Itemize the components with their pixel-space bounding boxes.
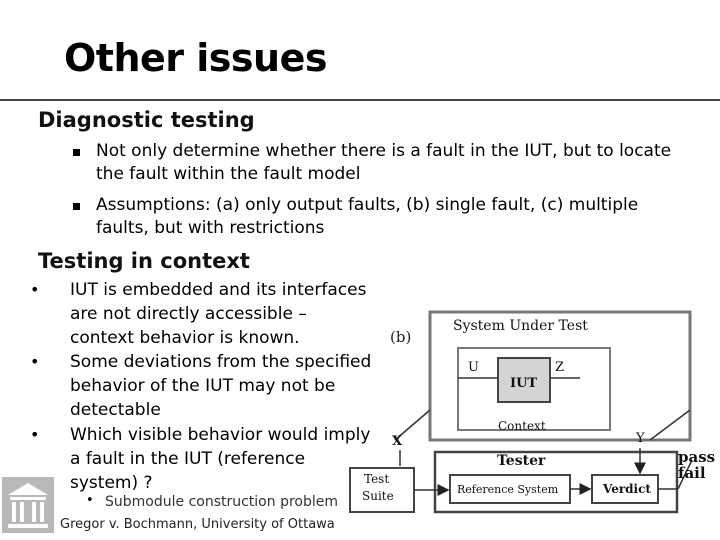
context-bullet-3-line-3: system) ? [70, 473, 153, 493]
context-bullet-1-line-3: context behavior is known. [70, 328, 300, 348]
bullet-dot-icon: • [30, 280, 40, 299]
context-bullet-2-line-1: Some deviations from the specified [70, 352, 372, 372]
x-label: X [392, 434, 403, 449]
context-bullet-1-line-1: IUT is embedded and its interfaces [70, 280, 367, 300]
z-label: Z [555, 360, 564, 375]
section-heading-context: Testing in context [38, 249, 250, 273]
context-label: Context [498, 419, 546, 433]
u-label: U [468, 360, 479, 375]
title-divider [0, 99, 720, 101]
fail-label: fail [678, 464, 706, 482]
verdict-label: Verdict [602, 482, 651, 496]
iut-label: IUT [510, 376, 537, 391]
y-label: Y [635, 431, 645, 446]
testing-context-diagram: (b) System Under Test Context IUT U Z X … [349, 310, 715, 514]
sub-bullet-submodule: Submodule construction problem [105, 494, 339, 510]
diagram-label-b: (b) [390, 328, 411, 346]
footer-author: Gregor v. Bochmann, University of Ottawa [60, 517, 335, 532]
context-bullet-2-line-3: detectable [70, 400, 161, 420]
bullet-square-icon [73, 149, 80, 156]
verdict-to-outcome-link [677, 459, 693, 490]
university-logo-icon [2, 477, 54, 533]
test-suite-label-line-2: Suite [362, 489, 394, 503]
bullet-dot-icon: • [30, 425, 40, 444]
diagnostic-bullet-2-line-1: Assumptions: (a) only output faults, (b)… [96, 195, 639, 215]
context-bullet-3-line-1: Which visible behavior would imply [70, 425, 371, 445]
sub-bullet-dot-icon: • [86, 493, 94, 508]
context-bullet-3-line-2: a fault in the IUT (reference [70, 449, 306, 469]
section-heading-diagnostic: Diagnostic testing [38, 108, 255, 132]
y-connector [649, 409, 691, 441]
diagnostic-bullet-2-line-2: faults, but with restrictions [96, 218, 325, 238]
diagnostic-bullet-1-line-2: the fault within the fault model [96, 164, 361, 184]
tester-label: Tester [497, 453, 546, 469]
x-connector [394, 409, 431, 441]
reference-system-label: Reference System [457, 483, 559, 496]
context-bullet-1-line-2: are not directly accessible – [70, 304, 307, 324]
slide-title: Other issues [64, 36, 327, 80]
iut-box [497, 357, 551, 403]
bullet-square-icon [73, 203, 80, 210]
context-bullet-2-line-2: behavior of the IUT may not be [70, 376, 336, 396]
pass-label: pass [678, 448, 715, 466]
test-suite-label-line-1: Test [364, 472, 389, 486]
reference-system-box [449, 474, 571, 504]
system-under-test-label: System Under Test [453, 318, 588, 334]
diagnostic-bullet-1-line-1: Not only determine whether there is a fa… [96, 141, 672, 161]
bullet-dot-icon: • [30, 352, 40, 371]
